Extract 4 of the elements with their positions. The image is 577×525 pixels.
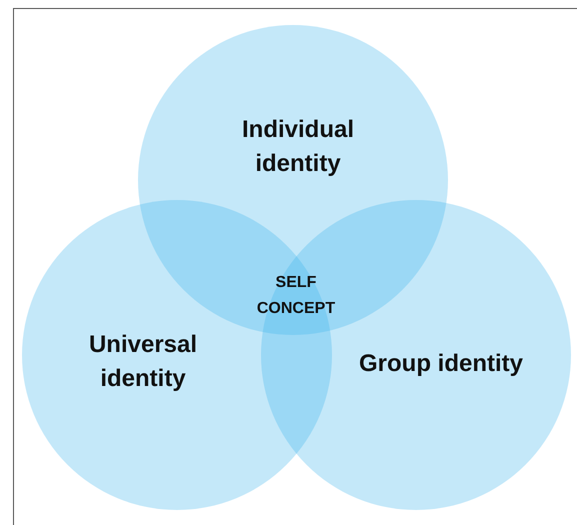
circle-label: Universal identity [88, 330, 198, 394]
center-label: SELF CONCEPT [256, 273, 336, 319]
circle-label: Individual identity [240, 115, 355, 179]
circle-label: Group identity [358, 349, 524, 379]
